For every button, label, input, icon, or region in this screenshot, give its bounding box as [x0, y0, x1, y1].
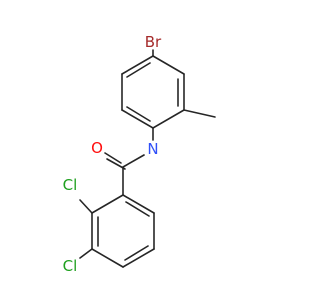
bromine-atom-label: Br [145, 33, 162, 51]
bond [122, 248, 155, 268]
chlorine-atom-label: Cl [63, 257, 78, 275]
bond-n-c [122, 154, 145, 168]
bond-double-inner [126, 106, 151, 122]
structure-canvas: Br O N Cl Cl [63, 33, 216, 275]
bond [121, 55, 154, 75]
bond-c-cl [79, 248, 93, 259]
chlorine-atom-label: Cl [63, 176, 78, 194]
bond-double-inner [125, 201, 150, 217]
bond-c-o-double [104, 152, 122, 164]
dichloro-phenyl-ring [91, 194, 155, 268]
oxygen-atom-label: O [91, 139, 103, 157]
bond [122, 194, 155, 214]
bond [152, 55, 185, 75]
bond [121, 109, 154, 129]
molecule-drawing: Br O N Cl Cl [63, 33, 216, 275]
bond [91, 248, 124, 268]
bond-c-o-double [106, 158, 126, 170]
bond-double-inner [126, 62, 151, 78]
bond-double-inner [124, 245, 149, 261]
bromo-methyl-phenyl-ring [121, 55, 185, 129]
bond-c-cl [79, 199, 93, 214]
nitrogen-atom-label: N [147, 140, 158, 158]
bond [152, 109, 185, 129]
bond [91, 194, 124, 214]
bond-methyl [183, 109, 216, 118]
